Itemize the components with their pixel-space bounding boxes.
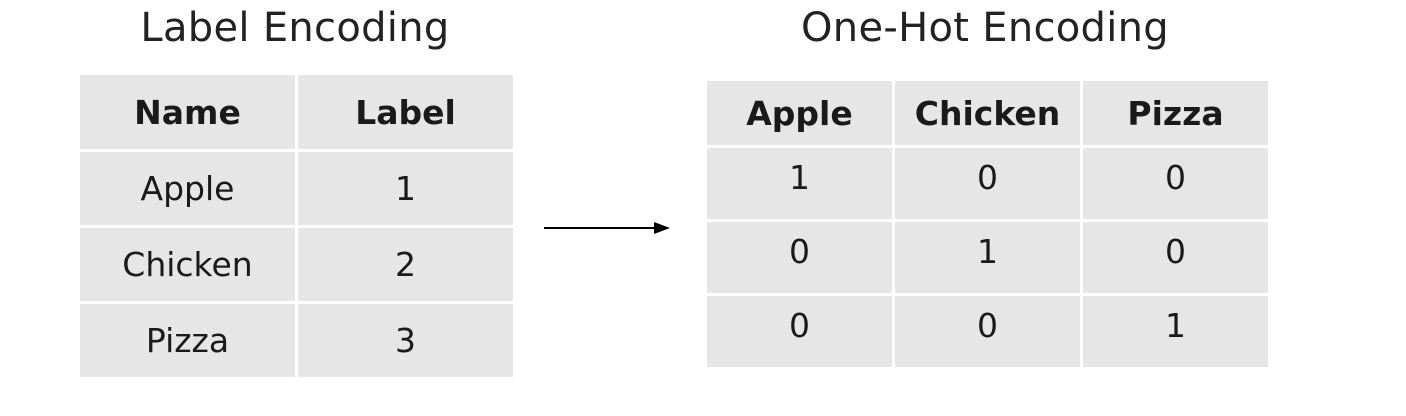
table-cell: 1 (892, 219, 1083, 296)
column-header-apple: Apple (704, 78, 895, 148)
table-cell: 1 (1080, 293, 1271, 370)
label-encoding-title: Label Encoding (140, 5, 450, 51)
table-row: 0 0 1 (704, 293, 1271, 370)
table-cell: 1 (704, 145, 895, 222)
table-cell: 0 (1080, 219, 1271, 296)
label-encoding-table: Name Label Apple 1 Chicken 2 Pizza 3 (77, 72, 516, 380)
column-header-chicken: Chicken (892, 78, 1083, 148)
column-header-pizza: Pizza (1080, 78, 1271, 148)
table-cell: Chicken (77, 225, 298, 304)
table-cell: 2 (295, 225, 516, 304)
column-header-name: Name (77, 72, 298, 152)
table-row: 1 0 0 (704, 145, 1271, 222)
table-cell: Pizza (77, 301, 298, 380)
table-row: Chicken 2 (77, 225, 516, 304)
table-header-row: Apple Chicken Pizza (704, 78, 1271, 148)
one-hot-encoding-title: One-Hot Encoding (801, 5, 1169, 51)
table-row: Apple 1 (77, 149, 516, 228)
table-cell: 0 (704, 293, 895, 370)
table-row: Pizza 3 (77, 301, 516, 380)
column-header-label: Label (295, 72, 516, 152)
table-cell: 3 (295, 301, 516, 380)
right-arrow-icon (544, 222, 670, 234)
table-cell: Apple (77, 149, 298, 228)
table-cell: 0 (704, 219, 895, 296)
table-cell: 1 (295, 149, 516, 228)
table-row: 0 1 0 (704, 219, 1271, 296)
table-cell: 0 (1080, 145, 1271, 222)
table-header-row: Name Label (77, 72, 516, 152)
table-cell: 0 (892, 293, 1083, 370)
one-hot-encoding-table: Apple Chicken Pizza 1 0 0 0 1 0 0 0 1 (704, 78, 1271, 370)
table-cell: 0 (892, 145, 1083, 222)
